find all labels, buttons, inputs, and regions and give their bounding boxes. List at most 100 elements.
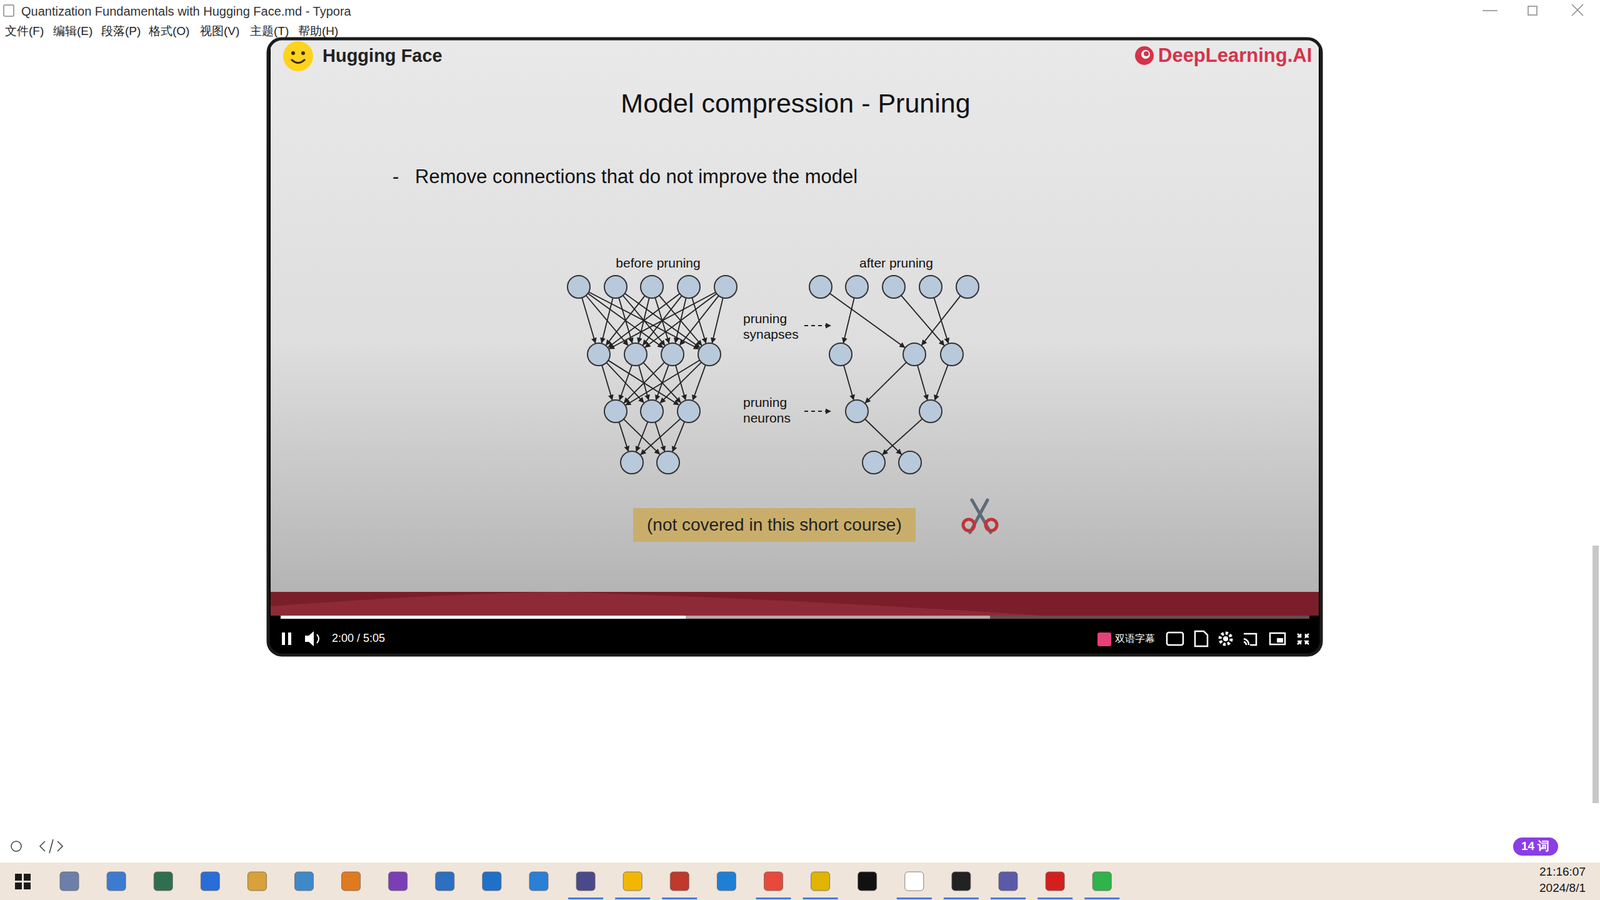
app-icon: [905, 871, 924, 891]
synapse-line: [608, 293, 680, 348]
neuron-circle: [919, 275, 942, 299]
app-icon: [764, 871, 784, 891]
menu-item: 文件(F): [5, 24, 44, 39]
neuron-circle: [640, 400, 664, 423]
progress-buffer: [685, 615, 990, 619]
app-icon: [153, 871, 173, 891]
diagram-label: after pruning: [859, 255, 934, 271]
neuron-circle: [845, 275, 869, 299]
app-icon: [60, 871, 79, 891]
volume-icon: [305, 631, 314, 647]
restore-button: [1528, 6, 1537, 15]
synapse-line: [623, 419, 660, 455]
title-bar: [0, 0, 1600, 39]
band-wave: [270, 591, 1063, 617]
video-border: [268, 38, 1322, 655]
synapse-line: [623, 362, 665, 404]
synapse-line: [601, 365, 612, 400]
transcript-icon: [1195, 631, 1208, 647]
neuron-circle: [661, 343, 684, 366]
neuron-circle: [604, 400, 627, 423]
menu-item: 格式(O): [148, 24, 190, 39]
bullet-text: Remove connections that do not improve t…: [415, 165, 858, 189]
subtitle-badge: [1097, 632, 1112, 647]
app-icon: [295, 871, 314, 891]
neuron-circle: [809, 275, 832, 299]
outline-toggle: [11, 841, 22, 852]
menu-item: 主题(T): [250, 24, 289, 39]
synapse-line: [645, 293, 717, 348]
synapse-line: [608, 360, 679, 405]
synapse-line: [830, 293, 905, 348]
synapse-line: [625, 360, 700, 405]
taskbar: [0, 862, 1600, 900]
synapse-line: [588, 293, 664, 348]
synapse-line: [882, 418, 923, 455]
dl-logo-dot: [1143, 51, 1149, 57]
neuron-circle: [677, 400, 700, 423]
video-frame: [268, 38, 1322, 655]
synapse-line: [618, 421, 629, 452]
pause-icon: [281, 632, 285, 645]
neuron-circle: [677, 275, 700, 299]
callout-arrow: [804, 325, 831, 327]
running-indicator: [943, 897, 979, 900]
app-icon: [106, 871, 126, 891]
neuron-circle: [940, 343, 964, 366]
app-icon: [998, 871, 1018, 891]
neural-network: [567, 275, 979, 474]
app-icon: [576, 871, 595, 891]
node-text: 14 词: [1521, 839, 1550, 854]
clock-date: 2024/8/1: [1539, 881, 1586, 896]
app-icon: [388, 871, 408, 891]
exit-fullscreen-icon: [1297, 633, 1309, 645]
neuron-circle: [829, 343, 852, 366]
hf-smile: [291, 59, 305, 64]
menu-item: 编辑(E): [53, 24, 93, 39]
volume-wave: [316, 634, 319, 644]
synapse-line: [636, 421, 649, 452]
pause-icon: [288, 632, 292, 645]
neuron-circle: [698, 343, 721, 366]
menu-item: 段落(P): [101, 24, 141, 39]
slide-bg: [270, 38, 1319, 592]
synapse-line: [917, 365, 928, 400]
dl-logo-inner: [1141, 50, 1150, 59]
neuron-circle: [714, 275, 737, 299]
neuron-circle: [919, 400, 942, 423]
running-indicator: [1037, 897, 1073, 900]
settings-icon: [1223, 636, 1229, 642]
app-icon: [670, 871, 689, 891]
synapse-line: [672, 421, 685, 452]
app-icon: [341, 871, 361, 891]
scissors-icon: [963, 500, 997, 533]
neuron-circle: [620, 451, 644, 474]
subtitle-toggle: 双语字幕: [1115, 632, 1155, 645]
synapse-line: [660, 362, 702, 404]
app-icon: [482, 871, 502, 891]
neuron-circle: [956, 275, 979, 299]
running-indicator: [990, 897, 1026, 900]
brand-name: Hugging Face: [322, 45, 443, 67]
app-icon: [247, 871, 267, 891]
callout-label: pruning synapses: [743, 310, 819, 342]
app-icon: [529, 871, 549, 891]
taskbar-icons: [60, 871, 1120, 900]
app-icon: [435, 871, 455, 891]
callout-label: pruning neurons: [743, 394, 819, 426]
synapse-line: [588, 291, 699, 349]
minimize-button: [1482, 10, 1498, 12]
neuron-circle: [882, 275, 905, 299]
running-indicator: [568, 897, 604, 900]
neuron-circle: [604, 275, 627, 299]
neuron-circle: [903, 343, 926, 366]
source-toggle: [40, 839, 63, 854]
running-indicator: [1084, 897, 1120, 900]
neuron-circle: [567, 275, 590, 299]
neuron-circle: [587, 343, 610, 366]
synapse-line: [843, 298, 854, 344]
miniplayer-icon: [1276, 638, 1284, 643]
synapse-line: [865, 362, 907, 404]
app-icon: [200, 871, 220, 891]
